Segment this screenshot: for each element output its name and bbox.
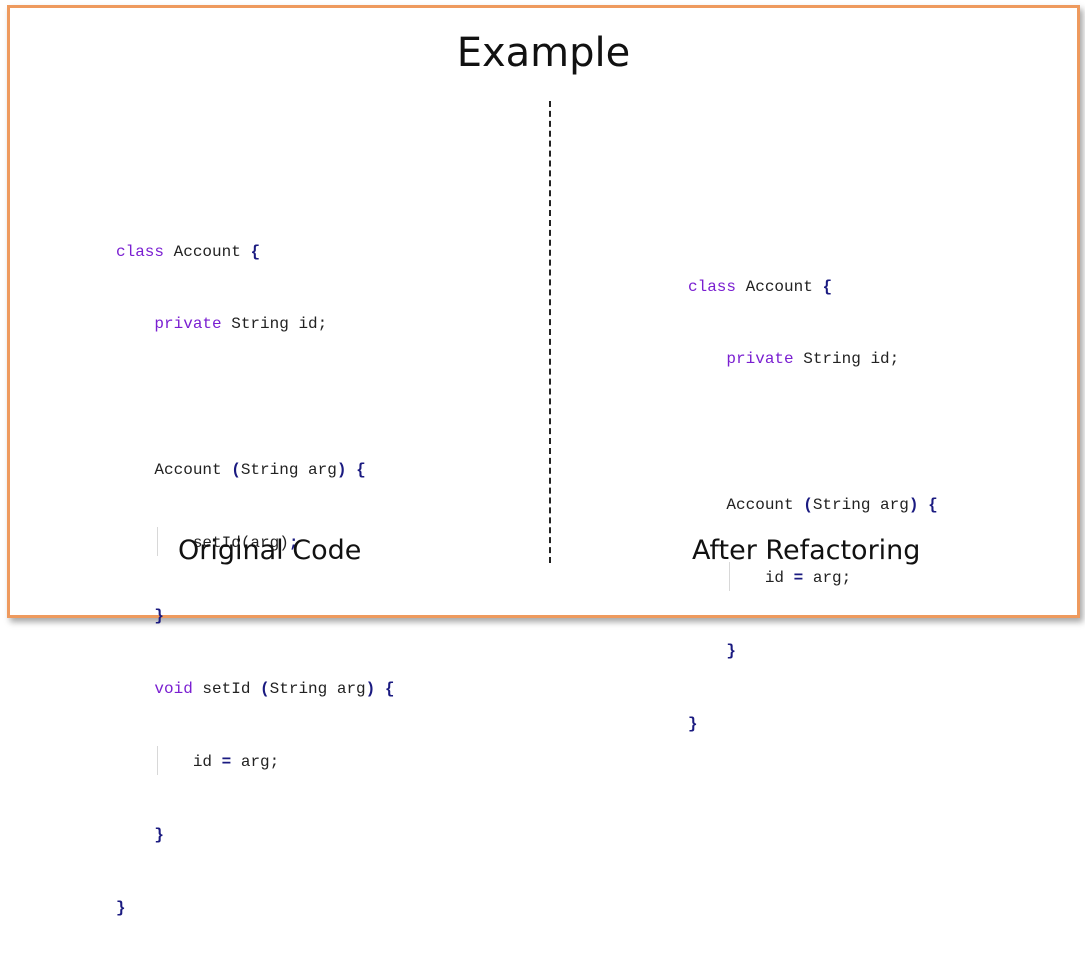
brace: }: [154, 607, 165, 626]
assignment: arg;: [231, 752, 280, 771]
paren: (: [231, 461, 241, 480]
paren: ): [365, 679, 376, 698]
space: [346, 461, 356, 479]
code-line: class Account {: [116, 240, 394, 264]
code-line: id = arg;: [116, 745, 394, 775]
code-line-blank: [116, 385, 394, 409]
code-line: }: [116, 823, 394, 847]
indent: [116, 607, 154, 625]
code-line: private String id;: [688, 347, 938, 371]
code-line: }: [688, 639, 938, 663]
indent: [688, 569, 765, 587]
original-code-block: class Account { private String id; Accou…: [116, 191, 394, 969]
identifier: id: [192, 752, 222, 771]
paren: (: [260, 679, 270, 698]
class-name: Account: [164, 242, 251, 261]
semicolon: ;: [288, 534, 299, 553]
slide: Example class Account { private String i…: [7, 5, 1080, 917]
indent: [116, 753, 193, 771]
indent: [116, 826, 154, 844]
brace: {: [822, 277, 833, 296]
code-line: id = arg;: [688, 562, 938, 592]
code-line: Account (String arg) {: [688, 493, 938, 517]
code-line: setId(arg);: [116, 527, 394, 557]
keyword: class: [688, 277, 737, 296]
keyword: private: [726, 350, 794, 369]
params: String arg: [812, 496, 909, 515]
slide-title: Example: [456, 30, 631, 76]
code-line: Account (String arg) {: [116, 458, 394, 482]
class-name: Account: [736, 277, 823, 296]
code-line: void setId (String arg) {: [116, 677, 394, 701]
operator: =: [793, 569, 804, 588]
code-line: }: [116, 604, 394, 628]
brace: {: [384, 679, 395, 698]
indent: [116, 680, 154, 698]
brace: }: [726, 642, 737, 661]
assignment: arg;: [803, 569, 852, 588]
indent: [116, 315, 154, 333]
space: [375, 680, 385, 698]
method-name: setId: [192, 679, 261, 698]
params: String arg: [269, 679, 366, 698]
keyword: private: [154, 315, 222, 334]
refactored-code-block: class Account { private String id; Accou…: [688, 226, 938, 785]
code-line: private String id;: [116, 312, 394, 336]
code-line: }: [688, 712, 938, 736]
dashed-divider: [549, 101, 551, 563]
indent: [688, 496, 726, 514]
constructor-name: Account: [726, 496, 804, 515]
brace: {: [928, 496, 938, 515]
field-decl: String id;: [793, 350, 900, 369]
paren: (: [803, 496, 813, 515]
constructor-name: Account: [154, 461, 232, 480]
indent: [688, 642, 726, 660]
paren: ): [336, 461, 347, 480]
code-line: class Account {: [688, 275, 938, 299]
indent-guide: [729, 562, 730, 592]
after-refactoring-caption: After Refactoring: [692, 535, 921, 566]
indent-guide: [157, 745, 158, 775]
code-line-blank: [688, 420, 938, 444]
indent: [116, 461, 154, 479]
brace: }: [688, 714, 698, 733]
keyword: void: [154, 679, 193, 698]
code-line: }: [116, 896, 394, 920]
identifier: id: [764, 569, 794, 588]
operator: =: [221, 752, 232, 771]
paren: ): [908, 496, 919, 515]
brace: {: [356, 461, 366, 480]
original-code-caption: Original Code: [178, 535, 362, 566]
brace: }: [154, 825, 165, 844]
keyword: class: [116, 242, 165, 261]
space: [918, 496, 928, 514]
method-call: setId(arg): [192, 534, 289, 553]
params: String arg: [240, 461, 337, 480]
brace: {: [250, 242, 261, 261]
indent-guide: [157, 527, 158, 557]
brace: }: [116, 898, 126, 917]
indent: [688, 350, 726, 368]
field-decl: String id;: [221, 315, 328, 334]
